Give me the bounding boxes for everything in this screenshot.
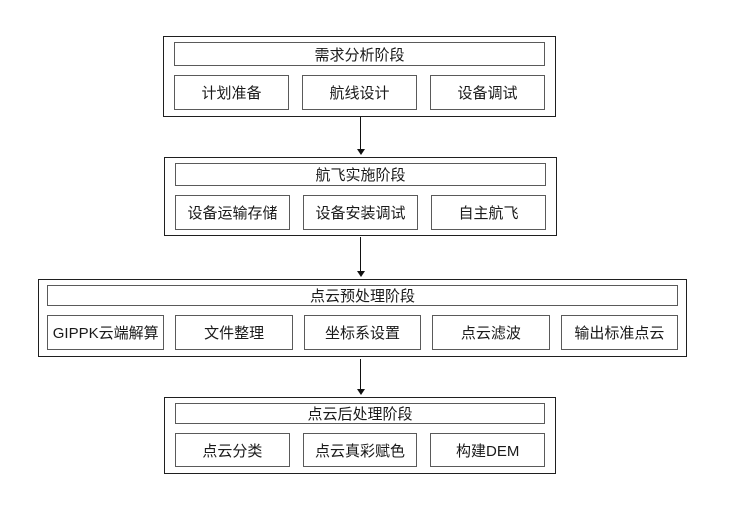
step-box: 输出标准点云	[560, 315, 679, 350]
stage-title: 点云后处理阶段	[175, 403, 545, 424]
step-row: 计划准备 航线设计 设备调试	[174, 75, 545, 110]
stage-box-pointcloud-preprocessing: 点云预处理阶段 GIPPK云端解算 文件整理 坐标系设置 点云滤波 输出标准点云	[38, 279, 687, 357]
step-box: 计划准备	[174, 75, 289, 110]
step-row: 点云分类 点云真彩赋色 构建DEM	[175, 433, 546, 467]
stage-title: 点云预处理阶段	[47, 285, 678, 306]
step-box: 文件整理	[175, 315, 293, 350]
flow-arrow	[356, 359, 365, 395]
flow-arrow	[356, 237, 365, 277]
step-box: 点云滤波	[432, 315, 550, 350]
step-box: 自主航飞	[431, 195, 546, 230]
step-row: 设备运输存储 设备安装调试 自主航飞	[175, 195, 546, 230]
arrow-down-icon	[356, 271, 365, 277]
stage-box-flight-implementation: 航飞实施阶段 设备运输存储 设备安装调试 自主航飞	[164, 157, 557, 236]
step-box: 设备安装调试	[303, 195, 418, 230]
arrow-down-icon	[356, 149, 365, 155]
step-box: 设备运输存储	[175, 195, 290, 230]
arrow-line	[360, 237, 361, 271]
step-box: 设备调试	[430, 75, 545, 110]
arrow-line	[360, 117, 361, 149]
step-box: GIPPK云端解算	[47, 315, 165, 350]
stage-title: 航飞实施阶段	[175, 163, 546, 186]
step-box: 点云真彩赋色	[302, 433, 418, 467]
stage-box-pointcloud-postprocessing: 点云后处理阶段 点云分类 点云真彩赋色 构建DEM	[164, 397, 556, 474]
flow-arrow	[356, 117, 365, 155]
arrow-down-icon	[356, 389, 365, 395]
step-box: 点云分类	[175, 433, 290, 467]
step-box: 航线设计	[302, 75, 417, 110]
stage-box-requirements-analysis: 需求分析阶段 计划准备 航线设计 设备调试	[163, 36, 556, 117]
step-box: 构建DEM	[430, 433, 546, 467]
stage-title: 需求分析阶段	[174, 42, 545, 66]
step-box: 坐标系设置	[303, 315, 422, 350]
arrow-line	[360, 359, 361, 389]
step-row: GIPPK云端解算 文件整理 坐标系设置 点云滤波 输出标准点云	[47, 315, 679, 350]
